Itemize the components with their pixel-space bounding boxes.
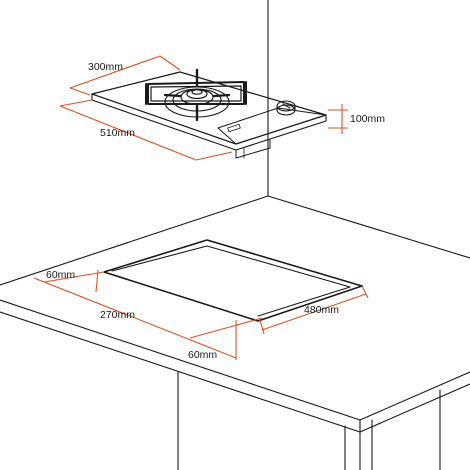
hob-width-label: 510mm bbox=[100, 127, 135, 139]
depth-extension-left bbox=[69, 87, 91, 96]
wall-base-line bbox=[267, 195, 470, 259]
control-knob-icon bbox=[276, 100, 296, 116]
hob-height-label: 100mm bbox=[350, 113, 385, 125]
hob-depth-label: 300mm bbox=[88, 61, 123, 73]
cutout-width-extension-left bbox=[259, 319, 265, 335]
width-extension-left bbox=[59, 99, 93, 107]
cutout-width-dimension-line bbox=[261, 293, 367, 331]
cutout-depth-label: 270mm bbox=[100, 309, 135, 321]
cutout-depth-dimension-line bbox=[33, 277, 237, 359]
width-extension-right bbox=[195, 151, 233, 161]
cutout-depth-extension bbox=[95, 269, 99, 293]
countertop-thickness-right bbox=[359, 383, 470, 433]
hob-base-box bbox=[235, 139, 271, 159]
cabinet bbox=[177, 371, 441, 470]
countertop-right-edge bbox=[359, 371, 470, 421]
cutout-inner-edge bbox=[111, 245, 351, 317]
cutout-width-label: 480mm bbox=[304, 304, 339, 316]
gas-hob bbox=[91, 68, 327, 159]
brand-badge-icon bbox=[227, 123, 241, 133]
cutout-width-extension-right bbox=[361, 285, 369, 299]
side-margin-dimension-line bbox=[189, 317, 263, 339]
hob-dimension-lines bbox=[59, 55, 348, 161]
depth-extension-right bbox=[159, 55, 181, 71]
side-margin-label: 60mm bbox=[188, 349, 217, 361]
front-margin-label: 60mm bbox=[46, 269, 75, 281]
pan-support-icon bbox=[145, 68, 247, 122]
width-dimension-line bbox=[59, 105, 197, 161]
depth-dimension-line bbox=[69, 55, 161, 89]
countertop-thickness-line bbox=[0, 311, 361, 433]
cutout-dimension-lines bbox=[33, 269, 369, 360]
countertop-front-edge bbox=[0, 299, 361, 421]
wall-left-base-line bbox=[0, 195, 269, 286]
countertop bbox=[0, 299, 470, 470]
hob-control-panel bbox=[217, 107, 327, 145]
front-margin-dimension-line bbox=[43, 271, 105, 283]
burner-icon bbox=[164, 86, 230, 118]
